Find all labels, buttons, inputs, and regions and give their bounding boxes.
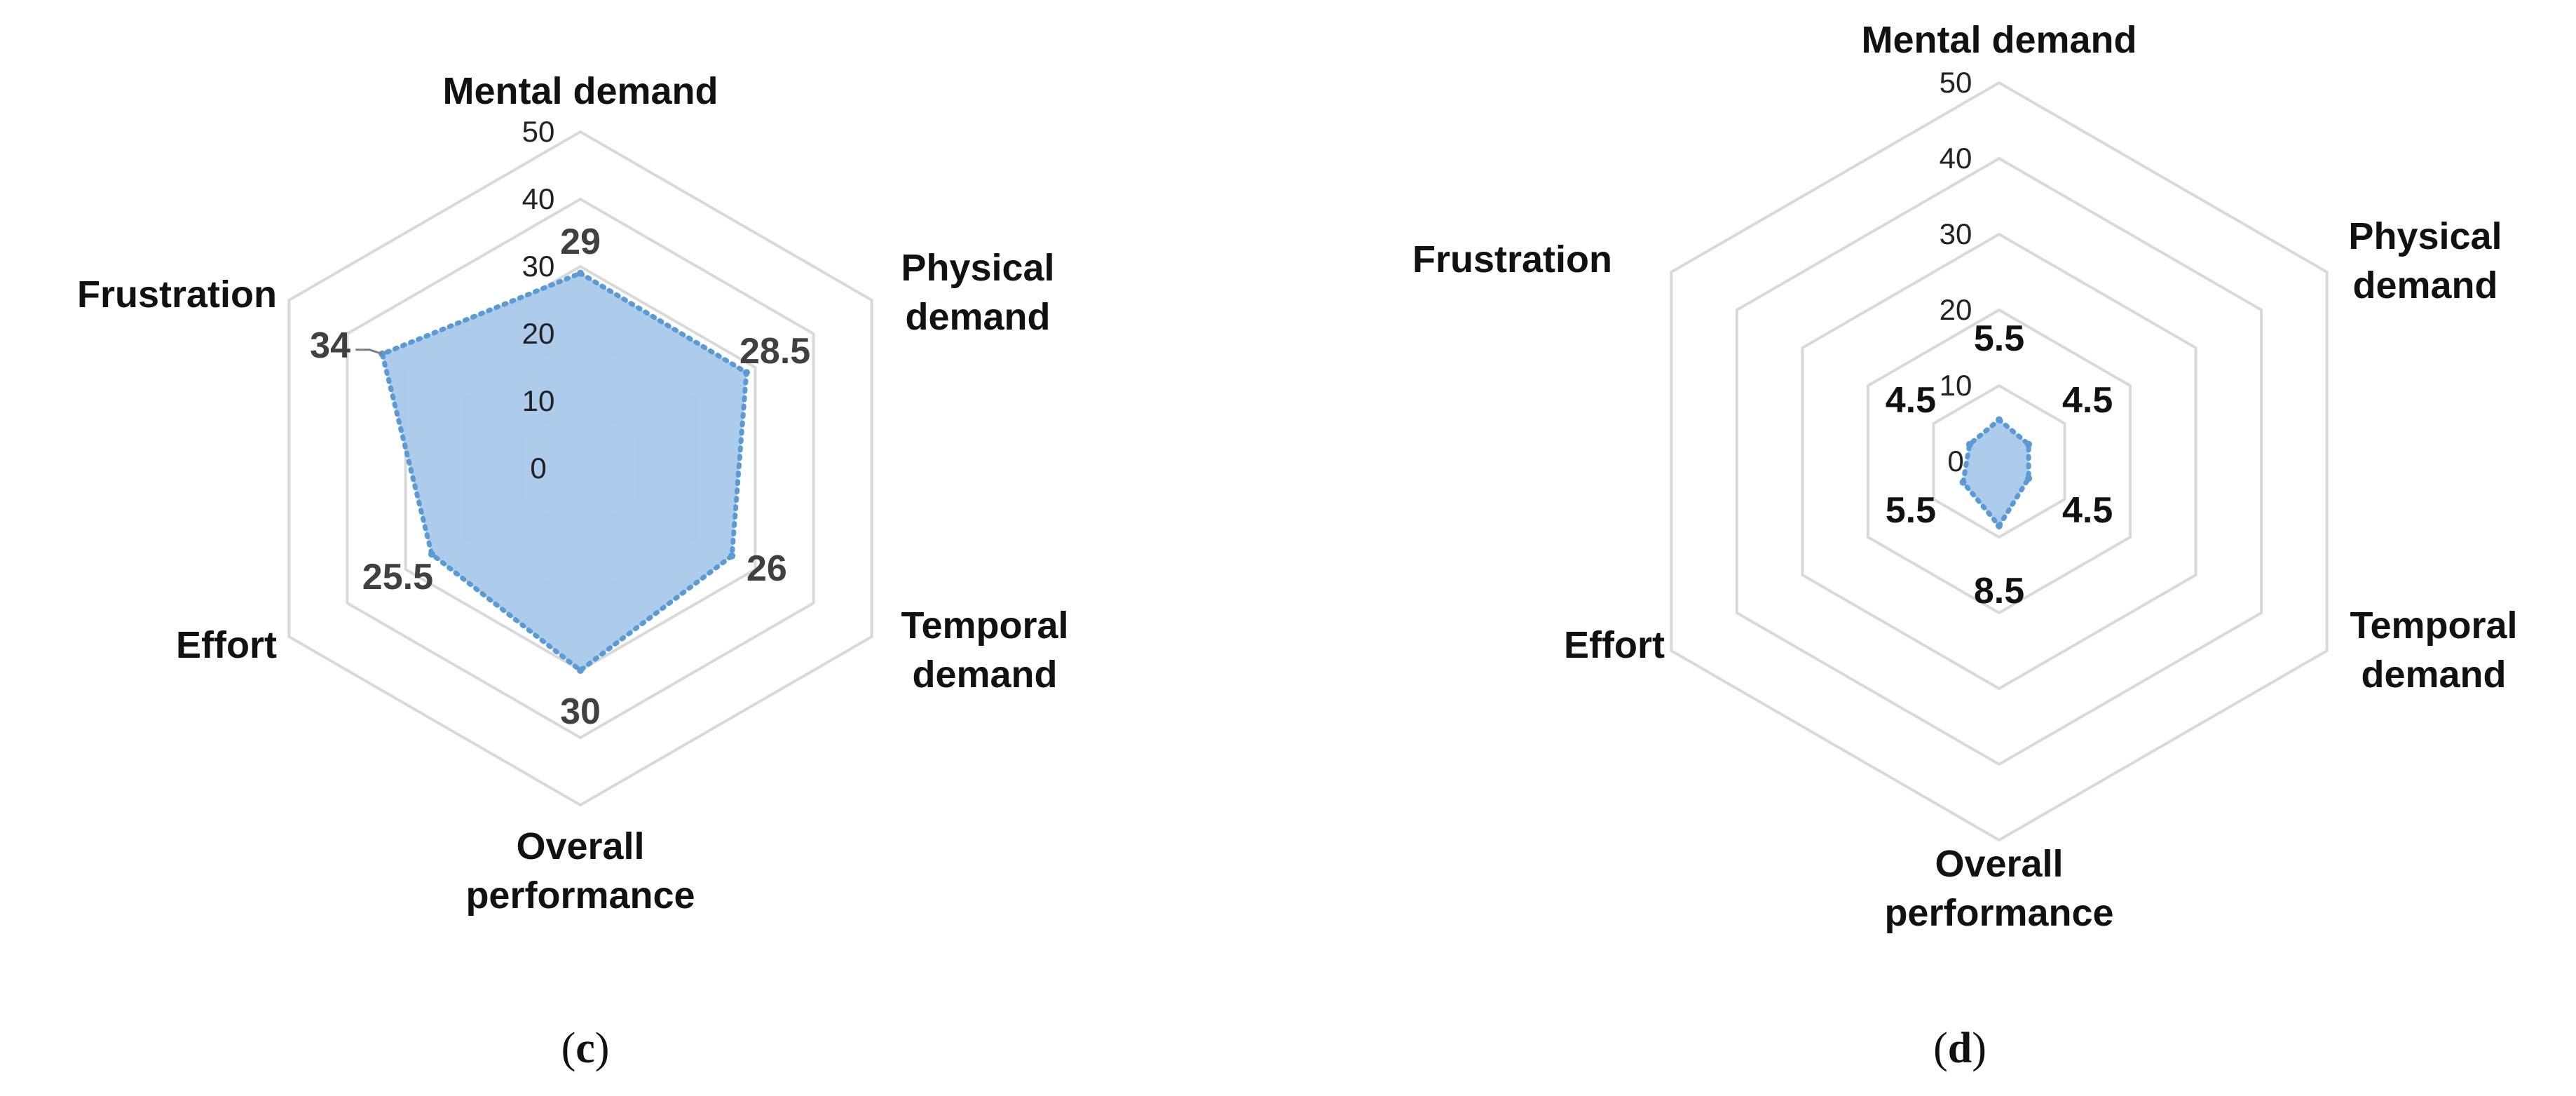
axis-label-effort: Effort	[1564, 624, 1665, 666]
grid-ring-50	[287, 130, 873, 807]
tick-label: 10	[522, 384, 555, 417]
tick-label: 0	[1947, 445, 1963, 478]
tick-label: 10	[1940, 369, 1972, 402]
data-label-physical-demand: 4.5	[2062, 380, 2113, 421]
data-label-overall-performance: 30	[560, 691, 601, 732]
grid-ring-40	[346, 197, 815, 740]
data-label-overall-performance: 8.5	[1974, 571, 2024, 611]
data-point-overall-performance	[577, 667, 584, 674]
data-label-frustration: 4.5	[1886, 380, 1936, 421]
tick-label: 50	[522, 115, 555, 148]
tick-label: 50	[1940, 66, 1972, 99]
data-label-mental-demand: 5.5	[1974, 318, 2024, 359]
leader-line	[355, 349, 383, 356]
grid-ring-50	[1670, 81, 2329, 842]
data-area	[379, 270, 749, 674]
data-point-overall-performance	[1996, 522, 2003, 529]
data-point-temporal-demand	[728, 552, 736, 560]
axis-label-frustration: Frustration	[77, 273, 277, 316]
axis-label-effort: Effort	[176, 624, 277, 666]
data-label-temporal-demand: 4.5	[2062, 490, 2113, 531]
panel-label: (c)	[561, 1024, 610, 1072]
data-point-physical-demand	[2025, 440, 2033, 448]
tick-label: 30	[1940, 217, 1972, 250]
data-area	[1960, 417, 2031, 530]
grid-ring-10	[1932, 384, 2066, 539]
data-label-mental-demand: 29	[560, 222, 601, 262]
grid-ring-40	[1735, 156, 2263, 766]
data-point-physical-demand	[742, 369, 750, 377]
data-label-effort: 25.5	[362, 557, 433, 597]
tick-label: 20	[522, 317, 555, 350]
grid-ring-20	[1866, 308, 2132, 615]
data-point-effort	[1959, 478, 1967, 486]
data-label-frustration: 34	[310, 325, 350, 366]
data-label-physical-demand: 28.5	[740, 331, 810, 372]
data-label-temporal-demand: 26	[747, 548, 787, 589]
data-point-effort	[428, 550, 435, 558]
axis-label-mental-demand: Mental demand	[442, 70, 718, 112]
data-point-temporal-demand	[2025, 475, 2033, 482]
grid-ring-30	[1801, 232, 2197, 691]
data-point-mental-demand	[1996, 416, 2003, 424]
tick-label: 30	[522, 250, 555, 283]
tick-label: 20	[1940, 293, 1972, 326]
tick-label: 40	[1940, 142, 1972, 175]
axis-label-mental-demand: Mental demand	[1861, 19, 2137, 61]
data-label-effort: 5.5	[1886, 490, 1936, 531]
data-point-frustration	[1965, 440, 1973, 448]
tick-label: 0	[530, 452, 546, 485]
data-point-mental-demand	[577, 269, 584, 277]
panel-label: (d)	[1933, 1024, 1986, 1072]
tick-label: 40	[522, 182, 555, 215]
axis-label-frustration: Frustration	[1412, 238, 1612, 280]
